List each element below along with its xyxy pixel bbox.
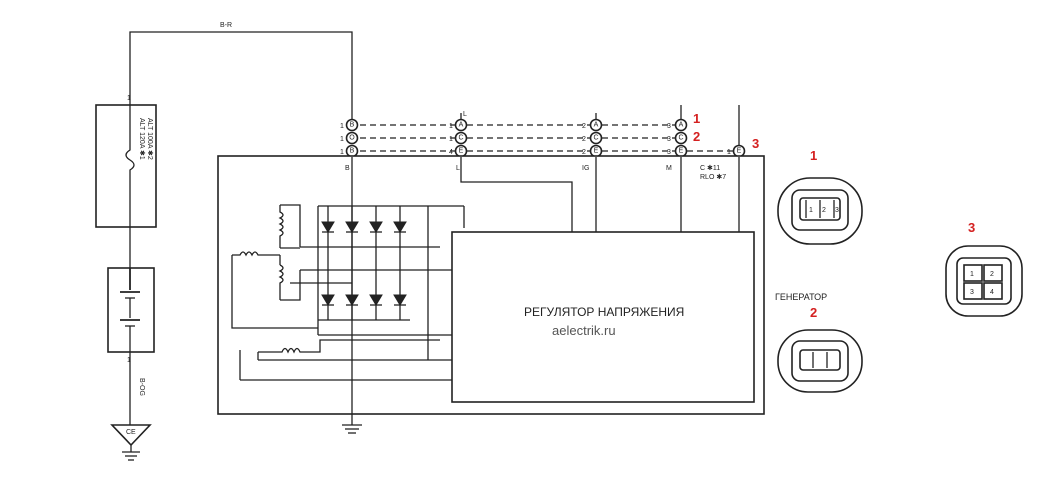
- pin-num: 1: [449, 136, 453, 143]
- power-branch: B-R 1 ALT 120A ✱1 ALT 100A ✱2 1 B-OG CE: [95, 22, 353, 461]
- gen-note-c: C ✱11: [700, 164, 720, 172]
- gen-pin-l: L: [456, 165, 460, 172]
- pin-num: 3: [667, 123, 671, 130]
- terminal-e: E: [737, 148, 742, 155]
- fuse-icon: [125, 105, 135, 227]
- diode-icon: [321, 294, 407, 306]
- battery-bottom-pin: 1: [127, 357, 131, 364]
- battery-icon: [120, 268, 140, 352]
- pin-num: 1: [340, 149, 344, 156]
- conn1-pin: 1: [809, 207, 813, 214]
- terminal-col3: 2 2 2 A C E: [582, 118, 603, 158]
- fuse-top-pin: 1: [127, 95, 131, 102]
- pin-num: 2: [582, 123, 586, 130]
- fusible-link-box: [95, 104, 157, 228]
- generator-label: ГЕНЕРАТОР: [775, 292, 827, 302]
- pin-num: 3: [667, 149, 671, 156]
- terminal-a: A: [679, 122, 684, 129]
- pin-num: 2: [582, 149, 586, 156]
- pin-num: 2: [582, 136, 586, 143]
- terminal-e: E: [594, 148, 599, 155]
- watermark: aelectrik.ru: [552, 323, 616, 338]
- pin-num: 1: [449, 123, 453, 130]
- terminal-c: C: [458, 135, 463, 142]
- connector3-marker: 3: [968, 220, 975, 235]
- connector1-marker: 1: [810, 148, 817, 163]
- rotor-coil-icon: [257, 339, 440, 360]
- conn3-pin: 3: [970, 289, 974, 296]
- gen-note-rlo: RLO ✱7: [700, 173, 726, 181]
- conn1-pin: 2: [822, 207, 826, 214]
- ground-triangle: [110, 424, 152, 447]
- internal-wiring: [231, 157, 740, 434]
- pin-num: 4: [449, 149, 453, 156]
- terminal-col5: 1 E: [727, 144, 746, 158]
- battery-box: [107, 267, 155, 353]
- terminal-e: E: [679, 148, 684, 155]
- gen-pin-b: B: [345, 165, 350, 172]
- connector-2-icon: [777, 329, 863, 393]
- connector-3-icon: 1 2 3 4: [945, 245, 1023, 317]
- regulator-label: РЕГУЛЯТОР НАПРЯЖЕНИЯ: [524, 305, 684, 319]
- marker-2: 2: [693, 129, 700, 144]
- terminal-col1: 1 1 1 B O B: [340, 118, 359, 158]
- gen-pin-m: M: [666, 165, 672, 172]
- marker-1: 1: [693, 111, 700, 126]
- terminal-rows: L 1 1 1 B O B 1 1 4 A C E 2 2 2 A C E: [340, 105, 759, 158]
- terminal-c: C: [678, 135, 683, 142]
- stator-coil-icon: [231, 204, 318, 329]
- terminal-o: O: [349, 135, 355, 142]
- gen-pin-ig: IG: [582, 165, 589, 172]
- ground-label: CE: [126, 429, 136, 436]
- wire-label-top: B-R: [220, 22, 232, 29]
- terminal-a: A: [459, 122, 464, 129]
- conn3-pin: 1: [970, 271, 974, 278]
- terminal-a: A: [594, 122, 599, 129]
- terminal-top-l: L: [463, 111, 467, 118]
- voltage-regulator-box: [451, 231, 755, 403]
- pin-num: 3: [667, 136, 671, 143]
- connector-1-icon: 1 2 3: [777, 177, 863, 245]
- ground-icon: [122, 445, 140, 461]
- pin-num: 1: [340, 136, 344, 143]
- diode-icon: [321, 221, 407, 233]
- fuse-label-1: ALT 120A ✱1: [138, 118, 146, 160]
- terminal-col4: 3 3 3 A C E: [667, 118, 688, 158]
- fuse-label-2: ALT 100A ✱2: [146, 118, 154, 160]
- terminal-c: C: [593, 135, 598, 142]
- connector2-marker: 2: [810, 305, 817, 320]
- terminal-col2: 1 1 4 A C E: [449, 118, 468, 158]
- terminal-b1: B: [350, 122, 355, 129]
- terminal-b2: B: [350, 148, 355, 155]
- conn1-pin: 3: [835, 207, 839, 214]
- marker-3: 3: [752, 136, 759, 151]
- pin-num: 1: [340, 123, 344, 130]
- conn3-pin: 2: [990, 271, 994, 278]
- terminal-e: E: [459, 148, 464, 155]
- pin-num: 1: [727, 149, 731, 156]
- conn3-pin: 4: [990, 289, 994, 296]
- wire-label-bottom: B-OG: [138, 378, 145, 396]
